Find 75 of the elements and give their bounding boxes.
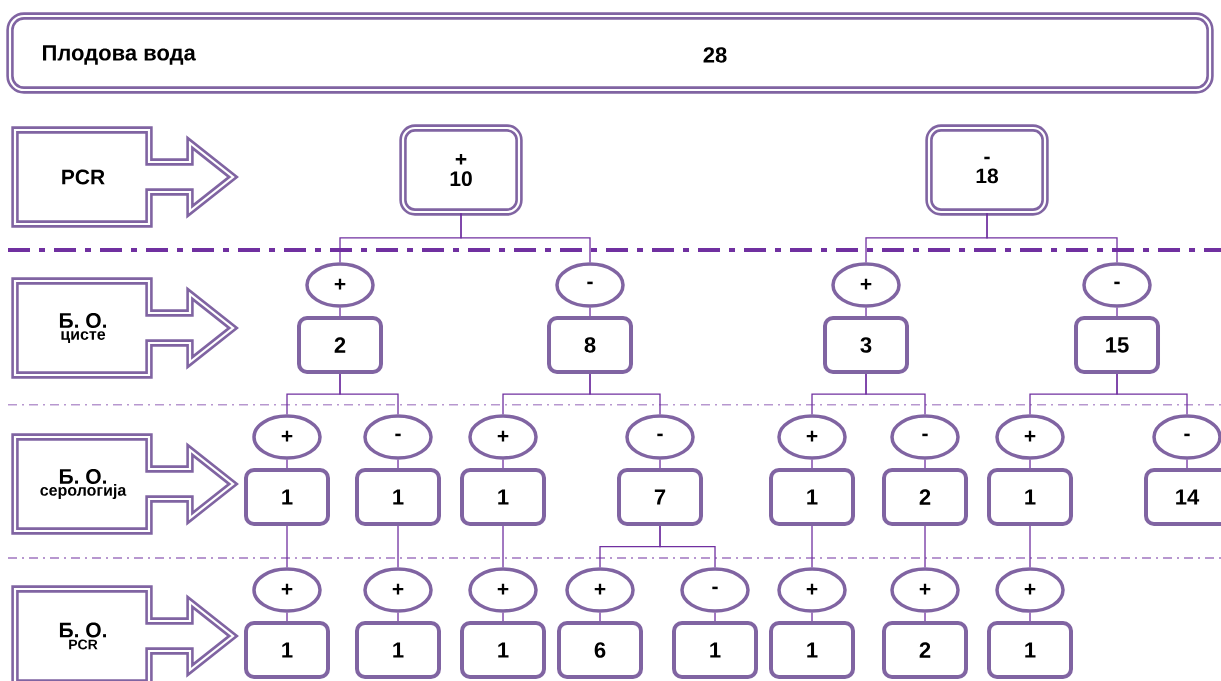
count-box: 2 bbox=[882, 468, 968, 526]
connector-line bbox=[924, 525, 926, 568]
connector-line bbox=[1116, 307, 1118, 317]
sign-oval: - bbox=[1082, 262, 1152, 308]
count-box: 2 bbox=[882, 621, 968, 679]
sign-oval: + bbox=[565, 567, 635, 613]
connector-line bbox=[397, 459, 399, 469]
count-box: 1 bbox=[244, 621, 330, 679]
connector-line bbox=[589, 307, 591, 317]
connector-line bbox=[460, 212, 591, 263]
sign-oval: + bbox=[363, 567, 433, 613]
sign-oval: - bbox=[890, 414, 960, 460]
sign-oval: + bbox=[995, 567, 1065, 613]
connector-line bbox=[397, 612, 399, 622]
result-box: - 18 bbox=[925, 124, 1049, 216]
connector-line bbox=[1186, 459, 1188, 469]
sign-oval: + bbox=[777, 567, 847, 613]
sign-oval: + bbox=[831, 262, 901, 308]
sign-oval: + bbox=[252, 567, 322, 613]
count-box: 1 bbox=[987, 468, 1073, 526]
count-box: 15 bbox=[1074, 316, 1160, 374]
count-box: 1 bbox=[672, 621, 758, 679]
count-box: 2 bbox=[297, 316, 383, 374]
connector-line bbox=[339, 373, 399, 415]
connector-line bbox=[286, 525, 288, 568]
count-box: 1 bbox=[244, 468, 330, 526]
sign-oval: + bbox=[777, 414, 847, 460]
connector-line bbox=[714, 612, 716, 622]
connector-line bbox=[502, 525, 504, 568]
sign-oval: - bbox=[363, 414, 433, 460]
sign-oval: - bbox=[625, 414, 695, 460]
connector-line bbox=[1029, 459, 1031, 469]
connector-line bbox=[865, 373, 926, 415]
connector-line bbox=[659, 525, 716, 568]
sign-oval: - bbox=[555, 262, 625, 308]
result-box: + 10 bbox=[399, 124, 523, 216]
count-box: 1 bbox=[355, 621, 441, 679]
sign-oval: + bbox=[890, 567, 960, 613]
sign-oval: + bbox=[252, 414, 322, 460]
sign-oval: + bbox=[995, 414, 1065, 460]
connector-line bbox=[339, 307, 341, 317]
count-box: 1 bbox=[769, 468, 855, 526]
count-box: 1 bbox=[460, 621, 546, 679]
connector-line bbox=[924, 612, 926, 622]
connector-line bbox=[811, 459, 813, 469]
connector-line bbox=[986, 212, 1118, 263]
sign-oval: + bbox=[468, 567, 538, 613]
connector-line bbox=[1029, 612, 1031, 622]
connector-line bbox=[502, 459, 504, 469]
count-box: 1 bbox=[987, 621, 1073, 679]
sign-oval: + bbox=[468, 414, 538, 460]
connector-line bbox=[1029, 525, 1031, 568]
connector-line bbox=[811, 612, 813, 622]
count-box: 6 bbox=[557, 621, 643, 679]
connector-line bbox=[397, 525, 399, 568]
connector-line bbox=[599, 612, 601, 622]
title-band: Плодова вода 28 bbox=[6, 12, 1214, 94]
connector-line bbox=[924, 459, 926, 469]
connector-line bbox=[286, 612, 288, 622]
count-box: 1 bbox=[769, 621, 855, 679]
connector-line bbox=[811, 525, 813, 568]
connector-line bbox=[865, 307, 867, 317]
connector-line bbox=[286, 459, 288, 469]
count-box: 8 bbox=[547, 316, 633, 374]
connector-line bbox=[502, 612, 504, 622]
sign-oval: - bbox=[680, 567, 750, 613]
count-box: 1 bbox=[355, 468, 441, 526]
count-box: 3 bbox=[823, 316, 909, 374]
connector-line bbox=[589, 373, 661, 415]
connector-line bbox=[659, 459, 661, 469]
connector-line bbox=[1116, 373, 1188, 415]
count-box: 7 bbox=[617, 468, 703, 526]
sign-oval: + bbox=[305, 262, 375, 308]
count-box: 1 bbox=[460, 468, 546, 526]
count-box: 14 bbox=[1144, 468, 1221, 526]
